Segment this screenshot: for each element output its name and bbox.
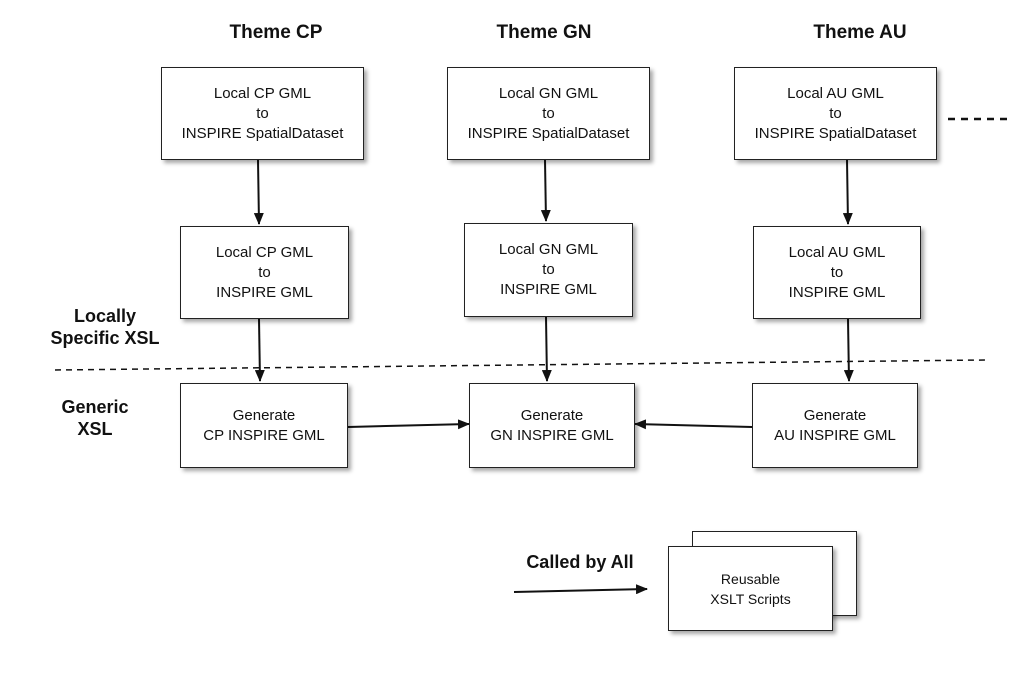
locally-label-line2: Specific XSL — [50, 328, 160, 348]
theme-gn-heading: Theme GN — [496, 22, 592, 43]
box-line: to — [542, 104, 555, 122]
gn-dataset-box[interactable]: Local GN GML to INSPIRE SpatialDataset — [447, 67, 650, 160]
box-line: INSPIRE GML — [788, 283, 886, 301]
locally-label-line1: Locally — [73, 306, 137, 326]
cp-dataset-box[interactable]: Local CP GML to INSPIRE SpatialDataset — [161, 67, 364, 160]
box-line: INSPIRE SpatialDataset — [181, 124, 344, 142]
au-generate-box[interactable]: Generate AU INSPIRE GML — [752, 383, 918, 468]
arrow-cp-dataset-to-gml — [253, 159, 264, 225]
box-line: CP INSPIRE GML — [203, 426, 325, 444]
arrow-gn-dataset-to-gml — [540, 159, 551, 222]
arrow-cp-gml-to-generate — [254, 318, 265, 382]
box-line: Local CP GML — [215, 243, 314, 261]
box-line: to — [542, 261, 555, 278]
box-line: Local GN GML — [498, 84, 599, 102]
gn-gml-box[interactable]: Local GN GML to INSPIRE GML — [464, 223, 633, 317]
generic-label-line1: Generic — [61, 397, 129, 417]
box-line: INSPIRE SpatialDataset — [754, 124, 917, 142]
au-dataset-box[interactable]: Local AU GML to INSPIRE SpatialDataset — [734, 67, 937, 160]
generic-label-line2: XSL — [77, 419, 113, 439]
box-line: Local CP GML — [213, 84, 312, 102]
au-gml-box[interactable]: Local AU GML to INSPIRE GML — [753, 226, 921, 319]
legend-arrow — [513, 584, 648, 595]
legend-arrow-label: Called by All — [526, 552, 634, 572]
layer-separator-line — [54, 359, 986, 371]
generic-xsl-label: Generic XSL — [30, 396, 160, 440]
cp-gml-box[interactable]: Local CP GML to INSPIRE GML — [180, 226, 349, 319]
box-line: Generate — [803, 406, 867, 424]
box-line: to — [258, 263, 271, 281]
arrow-au-gml-to-generate — [843, 318, 854, 382]
box-line: Reusable — [720, 570, 781, 587]
box-line: AU INSPIRE GML — [774, 426, 896, 444]
cp-generate-box[interactable]: Generate CP INSPIRE GML — [180, 383, 348, 468]
box-line: to — [256, 104, 269, 122]
box-line: Local AU GML — [788, 243, 886, 261]
box-line: to — [830, 263, 844, 281]
box-line: to — [829, 104, 842, 122]
arrow-gn-gml-to-generate — [541, 316, 552, 382]
box-line: INSPIRE SpatialDataset — [467, 124, 630, 142]
locally-specific-xsl-label: Locally Specific XSL — [30, 305, 180, 349]
box-line: Generate — [232, 406, 296, 424]
box-line: INSPIRE GML — [500, 281, 597, 298]
arrow-au-dataset-to-gml — [842, 159, 853, 225]
theme-cp-heading: Theme CP — [229, 22, 323, 43]
arrow-cp-to-gn-generate — [347, 419, 470, 430]
box-line: INSPIRE GML — [216, 283, 313, 301]
box-line: Generate — [520, 406, 584, 424]
arrow-au-to-gn-generate — [634, 419, 753, 430]
theme-au-heading: Theme AU — [813, 22, 907, 43]
box-line: XSLT Scripts — [710, 590, 791, 607]
box-line: Local GN GML — [498, 241, 599, 258]
box-line: Local AU GML — [787, 84, 884, 102]
box-line: GN INSPIRE GML — [490, 426, 614, 444]
gn-generate-box[interactable]: Generate GN INSPIRE GML — [469, 383, 635, 468]
reusable-xslt-box[interactable]: Reusable XSLT Scripts — [668, 546, 833, 631]
